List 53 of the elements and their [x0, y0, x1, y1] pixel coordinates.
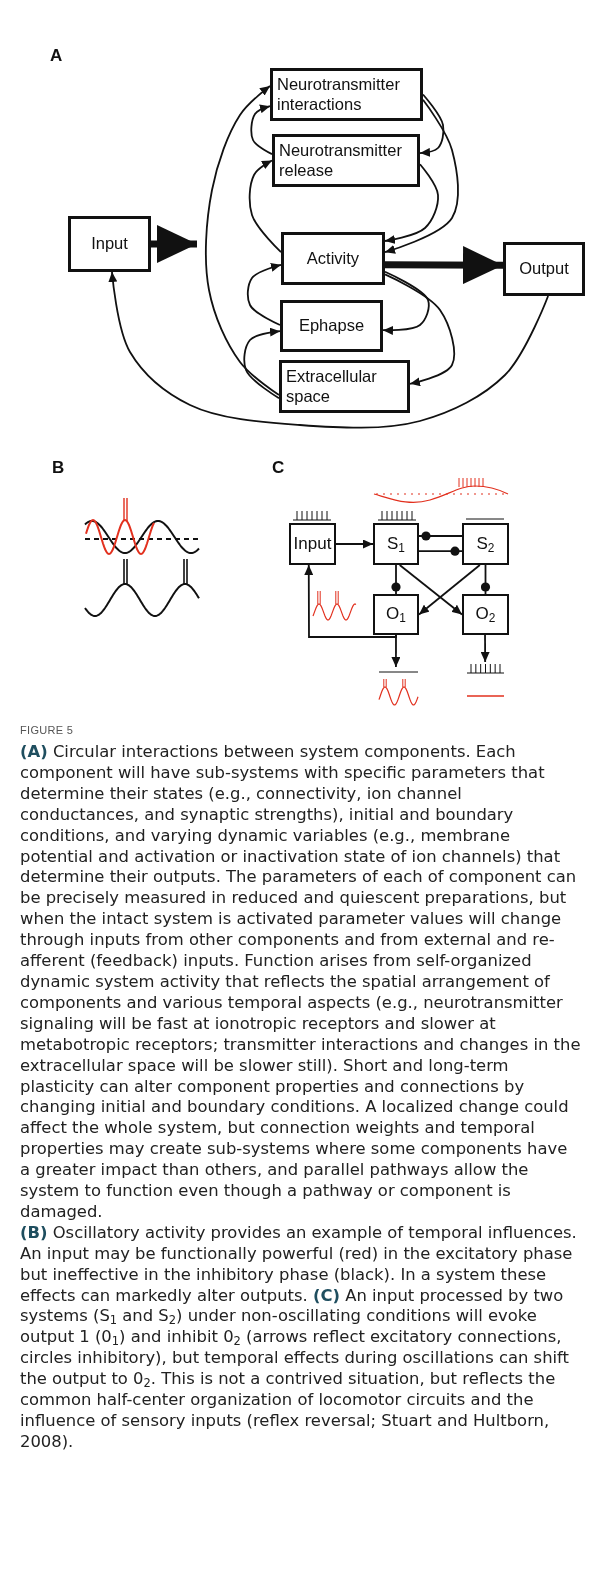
arrow [384, 98, 459, 254]
arrow [304, 564, 397, 638]
panel-label: A [50, 46, 63, 66]
arrow [384, 163, 439, 244]
node-label: S$_{1}$ [387, 533, 405, 555]
arrow [382, 270, 430, 335]
inhibitory-connector [391, 564, 401, 595]
node-label: Neurotransmitter interactions [277, 74, 401, 115]
component-box [270, 68, 423, 121]
arrow [243, 327, 281, 400]
node-label: Output [519, 259, 569, 279]
figure-title: FIGURE 5 [20, 724, 74, 736]
component-box [279, 360, 410, 413]
arrow [418, 564, 481, 616]
arrow [108, 271, 549, 429]
component-box [281, 232, 385, 285]
arrow [246, 263, 282, 326]
neuron-box [462, 523, 509, 565]
component-box [272, 134, 420, 187]
arrow [480, 634, 490, 663]
node-label: Ephapse [298, 316, 365, 336]
arrow [419, 93, 445, 157]
neuron-box [373, 523, 419, 565]
inhibitory-connector [480, 564, 491, 595]
arrow [151, 225, 197, 263]
neuron-box [373, 594, 419, 635]
arrow [248, 159, 282, 254]
component-box [280, 300, 383, 352]
inhibitory-connector [418, 531, 463, 541]
arrow [250, 104, 273, 156]
node-label: Input [91, 234, 128, 254]
component-box [68, 216, 151, 272]
node-label: Neurotransmitter release [279, 140, 403, 181]
caption-paragraph: (B) Oscillatory activity provides an example of temporal influences. An input may be functionally powerful (red) in the excitatory phase but ineffective in the inhibitory phase (black). In a system these effects can markedly alter outputs. (C) An input processed by two systems (S$_{1}$ and S$_{2}$) under non-oscillating conditions will evoke output 1 (0$_{1}$) and inhibit 0$_{2}$ (arrows reflect excitatory connections, circles inhibitory), but temporal effects during oscillations can shift the output to 0$_{2}$. This is not a contrived situation, but reflects the common half-center organization of locomotor circuits and the influence of sensory inputs (reflex reversal; Stuart and Hultborn, 2008). [20, 1222, 578, 1453]
node-label: O$_{2}$ [475, 604, 496, 625]
node-label: Input [293, 533, 332, 555]
caption-paragraph: (A) Circular interactions between system components. Each component will have sub-systems with specific parameters that determine their states (e.g., connectivity, ion channel conductances, and synaptic strengths), initial and boundary conditions, and varying dynamic variables (e.g., membrane potential and activation or inactivation state of ion channels) that determine their outputs. The parameters of each of component can be precisely measured in reduced and quiescent preparations, but when the intact system is activated parameter values will change through inputs from other components and from external and re-afferent (feedback) inputs. Function arises from self-organized dynamic system activity that reflects the spatial arrangement of components and various temporal aspects (e.g., neurotransmitter signaling will be fast at ionotropic receptors and slower at metabotropic receptors; transmitter interactions and changes in the extracellular space will be slower still). Short and long-term plasticity can alter component properties and connections by changing initial and boundary conditions. A localized change could affect the whole system, but connection weights and temporal properties may create sub-systems where some components have a greater impact than others, and parallel pathways allow the system to function even though a pathway or component is damaged. [20, 742, 582, 1223]
panel-label: B [52, 458, 65, 478]
neuron-box [462, 594, 509, 635]
inhibitory-connector [418, 546, 463, 556]
arrow [385, 246, 503, 285]
arrow [205, 85, 280, 396]
arrow [398, 564, 463, 616]
node-label: Extracellular space [286, 366, 378, 407]
panel-label: C [272, 458, 285, 478]
node-label: O$_{1}$ [386, 604, 406, 625]
output-trace-drawing [465, 662, 507, 699]
neuron-box [289, 523, 336, 565]
node-label: S$_{2}$ [476, 533, 495, 555]
arrow [384, 273, 456, 387]
component-box [503, 242, 585, 296]
node-label: Activity [306, 248, 360, 269]
arrow [335, 539, 374, 549]
